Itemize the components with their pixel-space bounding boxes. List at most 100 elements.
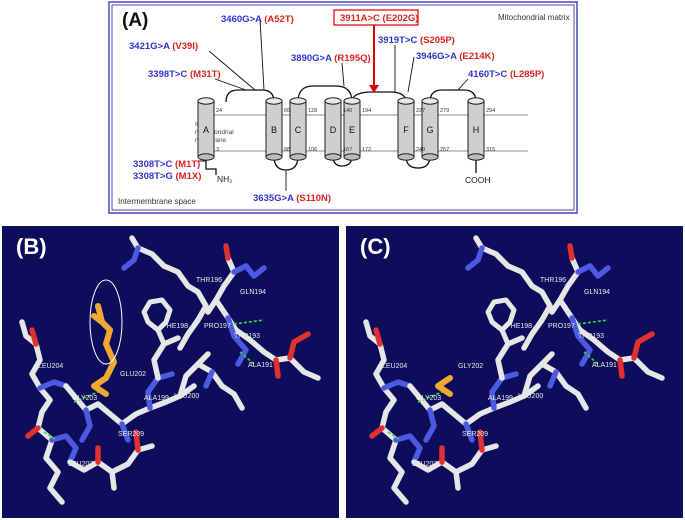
residue-number-top: 194 [362,108,371,114]
residue-label: LEU200 [174,393,199,400]
residue-label: GLY203 [416,395,441,402]
residue-label: PRO197 [204,323,231,330]
mutation-labels: 3460G>A (A52T) 3421G>A (V39I) 3398T>C (M… [129,14,544,204]
mutation-highlight-ellipse [89,279,123,365]
residue-label: PHE198 [506,323,532,330]
inner-frame [111,4,575,211]
residue-number-bottom: 106 [308,147,317,153]
mutation-m1x: 3308T>G (M1X) [133,171,201,182]
residue-number-bottom: 315 [486,147,495,153]
helix-h: H [467,97,485,161]
leader-lines [193,18,469,191]
residue-label: LEU200 [518,393,543,400]
residue-number-bottom: 172 [362,147,371,153]
residue-number-top: 128 [308,108,317,114]
backbone-sticks-b [19,235,321,505]
helix-label: F [403,125,409,135]
residue-label: GLU202 [120,371,146,378]
residue-label: GLY202 [458,363,483,370]
mutation-e214k: 3946G>A (E214K) [416,51,495,62]
helix-label: G [426,125,433,135]
hbonds-b [43,319,265,441]
residue-label: GLN194 [240,289,266,296]
residue-label: ALA199 [144,395,169,402]
helix-label: A [203,125,209,135]
residue-label: ALA191 [592,362,617,369]
residue-number-bottom: 257 [440,147,449,153]
highlight-arrow-head [369,85,379,93]
residue-numbers: 24 3 66 88 128 106 140 167 194 172 227 249 279 257 294… [216,108,495,153]
topology-diagram: (A) Mitochondrial matrix Intermembrane s… [108,1,578,214]
helix-label: B [271,125,277,135]
outer-frame [108,1,578,214]
loop-e-f [351,91,407,103]
residue-number-bottom: 88 [284,147,290,153]
residue-label: THR196 [196,277,222,284]
intermembrane-label: Intermembrane space [118,197,196,206]
mutation-s110n: 3635G>A (S110N) [253,193,331,204]
helix-label: E [349,125,355,135]
residue-label: THR193 [234,333,260,340]
helix-c: C [289,97,307,161]
panel-c-label: (C) [360,234,391,259]
residue-number-top: 66 [284,108,290,114]
helix-f: F [397,97,415,161]
structure-view-b: THR196 LEU204 GLU202 PHE198 PRO197 THR19… [19,235,321,505]
residue-label: LEU207 [68,461,93,468]
residue-label: LEU207 [412,461,437,468]
residue-label: THR196 [540,277,566,284]
helix-d: D [324,97,342,161]
loop-d-e [332,155,353,167]
structure-panel-mutant: (B) [2,226,339,518]
backbone-sticks-c [363,235,665,505]
helix-a: A [197,97,215,161]
mutation-a52t: 3460G>A (A52T) [221,14,294,25]
residue-label: ALA199 [488,395,513,402]
residue-labels-b: THR196 LEU204 GLU202 PHE198 PRO197 THR19… [38,277,273,468]
loop-f-g [405,155,431,169]
highlight-box [333,9,419,26]
loop-a-b [225,89,275,103]
panel-a-label: (A) [122,10,148,31]
loop-g-h [429,89,477,103]
panel-b-label: (B) [16,234,47,259]
n-terminus-label: NH₂ [217,174,233,184]
mutation-v39i: 3421G>A (V39I) [129,41,198,52]
mutation-m1t: 3308T>C (M1T) [133,159,200,170]
residue-number-top: 140 [343,108,352,114]
residue-number-top: 227 [416,108,425,114]
residue-label: PHE198 [162,323,188,330]
mutation-l285p: 4160T>C (L285P) [468,69,544,80]
mutation-s205p: 3919T>C (S205P) [378,35,455,46]
residue-label: LEU204 [38,363,63,370]
residue-number-bottom: 3 [216,147,219,153]
residue-number-bottom: 167 [343,147,352,153]
residue-label: PRO197 [548,323,575,330]
helix-e: E [343,97,361,161]
matrix-label: Mitochondrial matrix [498,13,570,22]
residue-number-top: 24 [216,108,222,114]
residue-label: SER209 [118,431,144,438]
residue-number-bottom: 249 [416,147,425,153]
residue-label: GLN194 [584,289,610,296]
highlight-mutation-label: 3911A>C (E202G) [340,13,418,24]
helix-label: D [330,125,337,135]
residue-number-top: 279 [440,108,449,114]
c-terminus-label: COOH [465,175,491,185]
residue-label: ALA191 [248,362,273,369]
residue-label: THR193 [578,333,604,340]
residue-number-top: 294 [486,108,495,114]
residue-label: LEU204 [382,363,407,370]
residue-labels-c: THR196 LEU204 GLY202 PHE198 PRO197 THR19… [382,277,617,468]
helix-label: H [473,125,480,135]
residue-label: SER209 [462,431,488,438]
helix-label: C [295,125,302,135]
helix-b: B [265,97,283,161]
mutation-m31t: 3398T>C (M31T) [148,69,221,80]
helix-g: G [421,97,439,161]
loop-c-d [297,85,353,103]
structure-view-c: THR196 LEU204 GLY202 PHE198 PRO197 THR19… [363,235,665,505]
helix-group: A B C D E F G H [197,97,485,161]
residue-label: GLY203 [72,395,97,402]
n-terminal-tail [205,159,217,175]
